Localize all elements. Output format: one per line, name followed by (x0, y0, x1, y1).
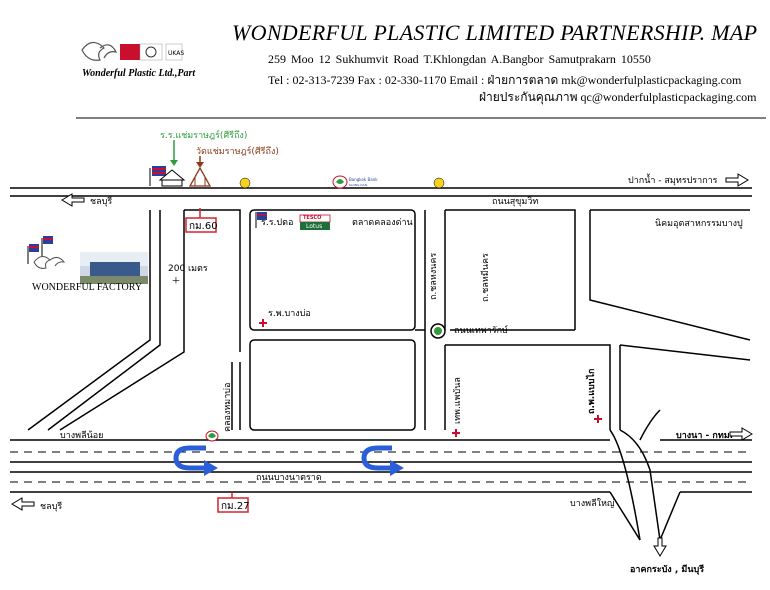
school-icon (158, 169, 186, 187)
thepharak-label: ถนนเทพารักษ์ (454, 326, 508, 336)
distance-label: 200 เมตร (168, 264, 208, 274)
arrow-down-icon (653, 537, 667, 557)
to-chonburi-top-label: ชลบุรี (90, 197, 113, 207)
tesco-lotus-logo (299, 214, 331, 230)
svg-text:Bangkok Bank: Bangkok Bank (349, 177, 378, 182)
hospital-icon (452, 429, 460, 437)
post-flag-icon (255, 212, 267, 228)
school-label: ร.ร.แช่มราษฎร์(ศีรีถึง) (160, 131, 248, 141)
market-label: ตลาดคลองด่าน (352, 218, 413, 228)
bus-stop-icon (433, 177, 445, 189)
bottom-destination-label: อาคกระบัง , มีนบุรี (630, 565, 705, 575)
interchange (609, 409, 681, 541)
road-v5-label: เทพ.แพบันล (453, 377, 463, 424)
roundabout-center-icon (434, 327, 442, 335)
road-v1-label: ถ.ชลหงนคร (429, 252, 439, 300)
address-line: 259 Moo 12 Sukhumvit Road T.Khlongdan A.… (268, 52, 651, 66)
temple-label: วัดแช่มราษฎร์(ศีรีถึง) (196, 147, 279, 157)
lotus-label: Lotus (306, 223, 323, 230)
factory-label: WONDERFUL FACTORY (32, 282, 143, 293)
sukhumvit-road (10, 187, 752, 197)
school-flag-icon (149, 166, 166, 186)
svg-text:UKAS: UKAS (168, 50, 184, 57)
to-chonburi-bottom-label: ชลบุรี (40, 502, 63, 512)
svg-text:KLONG DAN: KLONG DAN (349, 183, 367, 187)
factory-building-image (80, 252, 148, 284)
bangna-label: บางนา - กทม. (676, 431, 734, 441)
bus-stop-icon (239, 177, 251, 189)
qc-email-line: ฝ่ายประกันคุณภาพ qc@wonderfulplasticpack… (479, 90, 757, 104)
cert-logo-icon (165, 43, 183, 61)
cert-logo-red-icon (120, 44, 140, 60)
bank-logo-icon: Bangkok Bank KLONG DAN (332, 175, 388, 189)
arrow-right-bottom-icon (729, 427, 753, 441)
bank-logo-bottom-icon (205, 430, 219, 442)
company-logo: UKAS (81, 41, 184, 61)
factory-logo (33, 256, 66, 269)
sukhumvit-label: ถนนสุขุมวิท (492, 197, 539, 207)
hospital-label: ร.พ.บางบ่อ (268, 309, 311, 319)
road-v4-label: ถ.พ.แบบไก (587, 368, 597, 414)
arrow-left-icon (61, 193, 85, 207)
hospital-icon (594, 415, 602, 423)
tesco-label: TESCO (303, 215, 322, 221)
temple-icon (188, 166, 212, 187)
to-paknam-label: ปากน้ำ - สมุทรปราการ (628, 176, 718, 186)
hospital-icon (259, 319, 267, 327)
industrial-estate-label: นิคมอุตสาหกรรมบางปู (655, 219, 743, 229)
bangna-trad-label: ถนนบางนาตราด (256, 473, 322, 483)
u-turn-left-icon (173, 445, 218, 476)
factory-marker-icon: + (172, 274, 180, 289)
bang-phli-noi-label: บางพลีน้อย (60, 431, 104, 441)
bangna-trad-highway (10, 439, 752, 493)
contact-line: Tel : 02-313-7239 Fax : 02-330-1170 Emai… (268, 73, 742, 87)
bang-phli-yai-label: บางพลีใหญ่ (570, 499, 615, 509)
street-grid (27, 209, 751, 431)
arrow-left-bottom-icon (11, 497, 35, 511)
km60-label: กม.60 (189, 221, 218, 232)
road-v2-label: ถ.ชลหมีนคร (481, 253, 491, 302)
km27-label: กม.27 (221, 501, 250, 512)
post-office-label: ร.ร.ปตอ (261, 218, 294, 228)
arrow-right-icon (725, 173, 749, 187)
company-name: Wonderful Plastic Ltd.,Part (82, 68, 196, 79)
km60-box (185, 217, 217, 233)
km27-box (217, 497, 249, 513)
u-turn-right-icon (361, 445, 404, 476)
road-v3-label: คลองหมาบ่อ (223, 382, 233, 432)
page-title: WONDERFUL PLASTIC LIMITED PARTNERSHIP. M… (232, 20, 758, 45)
factory-flag-icon (27, 236, 53, 264)
